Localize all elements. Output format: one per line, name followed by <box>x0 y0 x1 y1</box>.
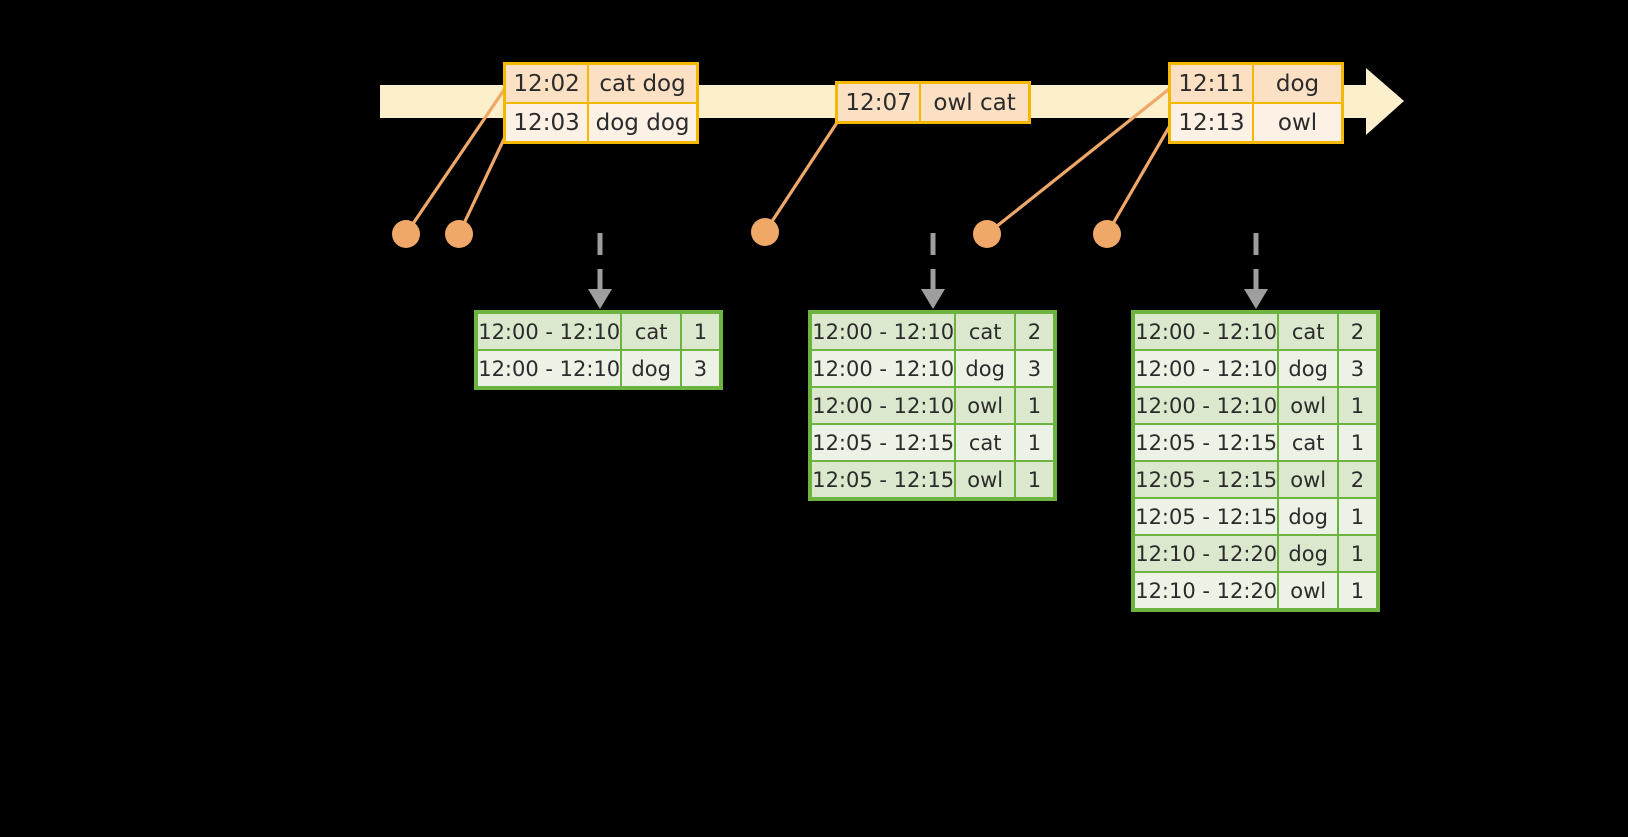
event-words: owl cat <box>921 84 1028 121</box>
table-cell-count: 1 <box>1015 462 1053 497</box>
table-cell-key: owl <box>1279 388 1337 423</box>
table-cell-window: 12:00 - 12:10 <box>812 314 955 349</box>
table-cell-key: cat <box>956 425 1014 460</box>
table-cell-window: 12:05 - 12:15 <box>1135 425 1278 460</box>
table-cell-count: 1 <box>1338 573 1376 608</box>
table-cell-window: 12:00 - 12:10 <box>1135 388 1278 423</box>
table-cell-key: cat <box>1279 314 1337 349</box>
table-cell-key: dog <box>1279 351 1337 386</box>
table-cell-window: 12:00 - 12:10 <box>812 351 955 386</box>
connector-line-5 <box>1105 120 1174 236</box>
table-cell-count: 3 <box>1338 351 1376 386</box>
table-cell-count: 3 <box>681 351 719 386</box>
event-time: 12:03 <box>506 104 590 141</box>
table-cell-window: 12:00 - 12:10 <box>1135 314 1278 349</box>
connector-dot-4 <box>973 220 1001 248</box>
table-cell-window: 12:05 - 12:15 <box>812 462 955 497</box>
table-cell-count: 3 <box>1015 351 1053 386</box>
table-cell-key: dog <box>956 351 1014 386</box>
connector-dot-3 <box>751 218 779 246</box>
table-cell-key: owl <box>1279 462 1337 497</box>
table-cell-count: 1 <box>1338 425 1376 460</box>
table-cell-window: 12:05 - 12:15 <box>1135 499 1278 534</box>
event-time: 12:02 <box>506 65 590 102</box>
table-cell-key: dog <box>1279 536 1337 571</box>
table-cell-window: 12:05 - 12:15 <box>1135 462 1278 497</box>
table-cell-key: dog <box>622 351 680 386</box>
table-cell-window: 12:00 - 12:10 <box>478 314 621 349</box>
table-cell-window: 12:00 - 12:10 <box>812 388 955 423</box>
table-cell-count: 1 <box>1338 499 1376 534</box>
event-time: 12:07 <box>838 84 922 121</box>
table-cell-key: owl <box>956 388 1014 423</box>
table-cell-count: 1 <box>681 314 719 349</box>
event-row: 12:11 dog <box>1171 65 1341 102</box>
emit-arrow-2 <box>921 233 945 309</box>
connector-dot-2 <box>445 220 473 248</box>
event-box-1: 12:02 cat dog 12:03 dog dog <box>503 62 699 144</box>
table-cell-window: 12:00 - 12:10 <box>478 351 621 386</box>
event-words: dog <box>1254 65 1341 102</box>
event-words: owl <box>1254 104 1341 141</box>
table-cell-window: 12:00 - 12:10 <box>1135 351 1278 386</box>
event-row: 12:03 dog dog <box>506 102 696 141</box>
table-cell-key: owl <box>956 462 1014 497</box>
table-cell-count: 2 <box>1338 462 1376 497</box>
connector-dot-5 <box>1093 220 1121 248</box>
event-words: cat dog <box>589 65 696 102</box>
event-row: 12:02 cat dog <box>506 65 696 102</box>
table-cell-count: 1 <box>1015 425 1053 460</box>
table-cell-count: 1 <box>1338 536 1376 571</box>
emit-arrows <box>588 233 1268 309</box>
table-cell-window: 12:10 - 12:20 <box>1135 573 1278 608</box>
table-cell-key: cat <box>956 314 1014 349</box>
emit-arrow-1 <box>588 233 612 309</box>
table-cell-key: dog <box>1279 499 1337 534</box>
table-cell-count: 1 <box>1015 388 1053 423</box>
table-cell-key: cat <box>622 314 680 349</box>
table-cell-count: 2 <box>1338 314 1376 349</box>
table-cell-key: owl <box>1279 573 1337 608</box>
event-box-3: 12:11 dog 12:13 owl <box>1168 62 1344 144</box>
table-cell-window: 12:05 - 12:15 <box>812 425 955 460</box>
event-row: 12:07 owl cat <box>838 84 1028 121</box>
table-cell-count: 1 <box>1338 388 1376 423</box>
event-time: 12:11 <box>1171 65 1255 102</box>
connector-line-1 <box>404 82 510 236</box>
event-box-2: 12:07 owl cat <box>835 81 1031 124</box>
connector-dot-1 <box>392 220 420 248</box>
event-row: 12:13 owl <box>1171 102 1341 141</box>
table-cell-key: cat <box>1279 425 1337 460</box>
connector-line-3 <box>763 116 842 234</box>
connector-dots <box>392 218 1121 248</box>
table-cell-window: 12:10 - 12:20 <box>1135 536 1278 571</box>
emit-arrow-3 <box>1244 233 1268 309</box>
event-time: 12:13 <box>1171 104 1255 141</box>
table-cell-count: 2 <box>1015 314 1053 349</box>
event-words: dog dog <box>589 104 696 141</box>
